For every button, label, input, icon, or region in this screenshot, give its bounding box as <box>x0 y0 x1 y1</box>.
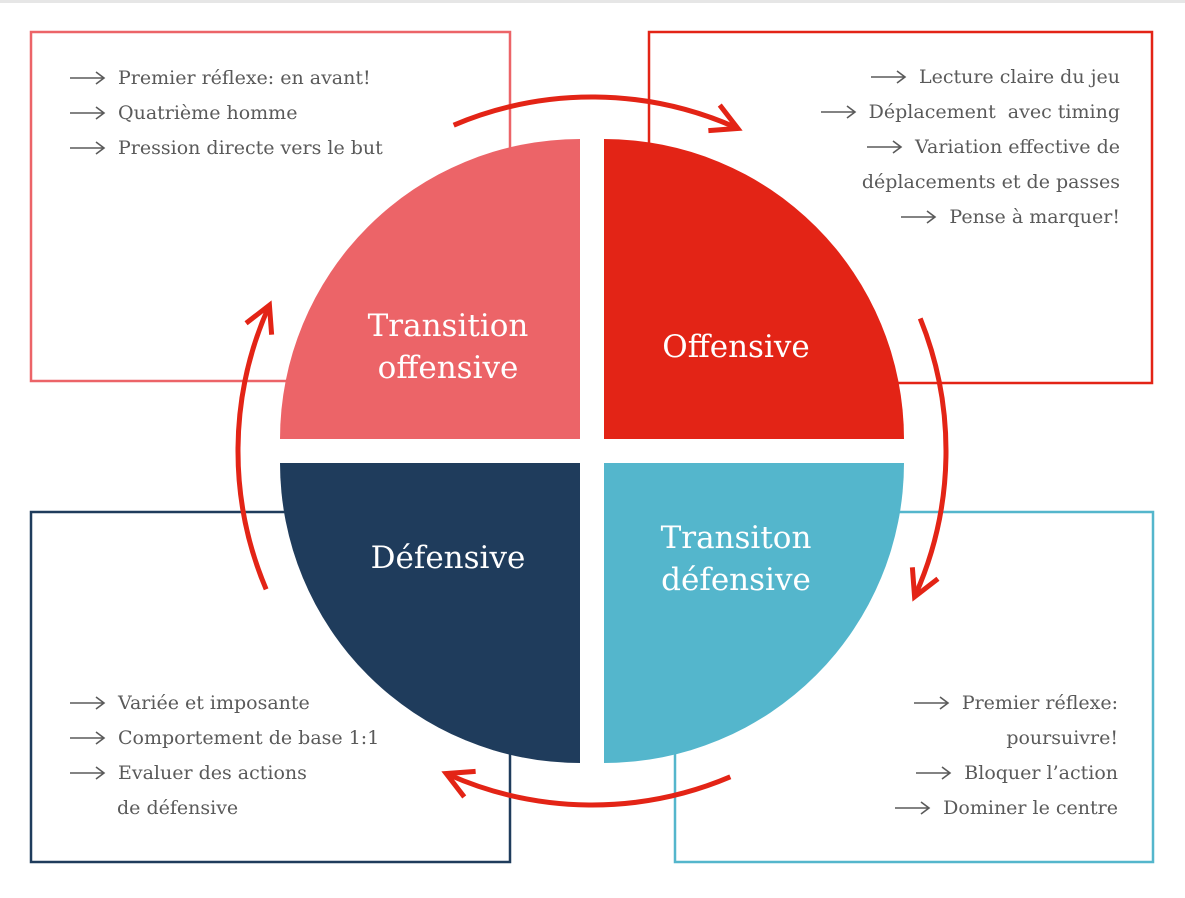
list-item-text: poursuivre! <box>1006 727 1118 749</box>
quadrant-defensive <box>280 463 580 763</box>
list-item: Lecture claire du jeu <box>821 60 1120 95</box>
list-item-text: Lecture claire du jeu <box>918 66 1120 88</box>
list-item: Variée et imposante <box>70 686 379 721</box>
label-line: offensive <box>377 350 519 386</box>
label-line: Transition <box>367 308 529 344</box>
list-item: déplacements et de passes <box>821 165 1120 200</box>
label-line: défensive <box>661 562 811 598</box>
arrow-right-icon <box>916 762 964 784</box>
list-item: Premier réflexe: <box>895 686 1118 721</box>
list-item-text: Pression directe vers le but <box>118 137 383 159</box>
list-item-text: Quatrième homme <box>118 102 298 124</box>
list-item: Dominer le centre <box>895 791 1118 826</box>
arrow-right-icon <box>870 66 919 88</box>
arrow-top-head-icon <box>708 103 743 134</box>
list-item-text: Variation effective de <box>915 136 1120 158</box>
label-line: Offensive <box>662 329 810 365</box>
arrow-right-icon <box>820 101 869 123</box>
arrow-left-head-icon <box>244 300 275 335</box>
list-item: poursuivre! <box>895 721 1118 756</box>
list-item: Variation effective de <box>821 130 1120 165</box>
list-item-text: Evaluer des actions <box>118 762 307 784</box>
arrow-right-icon <box>895 797 943 819</box>
list-item: Premier réflexe: en avant! <box>70 61 383 96</box>
list-item: Bloquer l’action <box>895 756 1118 791</box>
list-item: Evaluer des actions <box>70 756 379 791</box>
arrow-right-icon <box>70 762 118 784</box>
list-item-text: Pense à marquer! <box>949 206 1120 228</box>
arrow-right-icon <box>70 102 118 124</box>
list-item: Pression directe vers le but <box>70 131 383 166</box>
list-item: Quatrième homme <box>70 96 383 131</box>
list-item-text: Premier réflexe: <box>961 692 1118 714</box>
arrow-right-head-icon <box>909 567 940 602</box>
arrow-right-icon <box>70 727 118 749</box>
quadrant-transition-defensive <box>604 463 904 763</box>
list-item-text: Bloquer l’action <box>964 762 1118 784</box>
list-item-text: Variée et imposante <box>118 692 310 714</box>
list-item: de défensive <box>70 791 379 826</box>
arrow-right-icon <box>70 67 118 89</box>
list-item: Comportement de base 1:1 <box>70 721 379 756</box>
list-item: Pense à marquer! <box>821 200 1120 235</box>
arrow-right-icon <box>913 317 949 597</box>
quadrant-transition-offensive <box>280 139 580 439</box>
list-item-text: de défensive <box>117 797 239 819</box>
label-line: Transiton <box>660 520 812 556</box>
list-transition-defensive: Premier réflexe: poursuivre! Bloquer l’act… <box>895 686 1118 826</box>
arrow-right-icon <box>913 692 962 714</box>
quadrant-label-defensive: Défensive <box>371 537 526 579</box>
quadrant-offensive <box>604 139 904 439</box>
list-item: Déplacement avec timing <box>820 95 1120 130</box>
quadrant-label-transition-defensive: Transiton défensive <box>661 517 812 601</box>
list-item-text: Premier réflexe: en avant! <box>118 67 371 89</box>
arrow-bottom-icon <box>446 772 732 808</box>
arrow-right-icon <box>867 136 915 158</box>
list-transition-offensive: Premier réflexe: en avant! Quatrième homm… <box>70 61 383 166</box>
list-item-text: Dominer le centre <box>943 797 1118 819</box>
label-line: Défensive <box>370 540 526 576</box>
arrow-top-icon <box>452 94 738 130</box>
list-item-text: déplacements et de passes <box>861 171 1120 193</box>
arrow-bottom-head-icon <box>441 768 476 799</box>
quadrant-label-offensive: Offensive <box>662 326 809 368</box>
quadrant-label-transition-offensive: Transition offensive <box>368 305 529 389</box>
arrow-right-icon <box>70 137 118 159</box>
arrow-left-icon <box>235 305 271 591</box>
list-item-text: Déplacement avec timing <box>868 101 1120 123</box>
arrow-right-icon <box>70 692 118 714</box>
top-divider <box>0 0 1185 3</box>
arrow-right-icon <box>901 206 949 228</box>
list-item-text: Comportement de base 1:1 <box>118 727 380 749</box>
